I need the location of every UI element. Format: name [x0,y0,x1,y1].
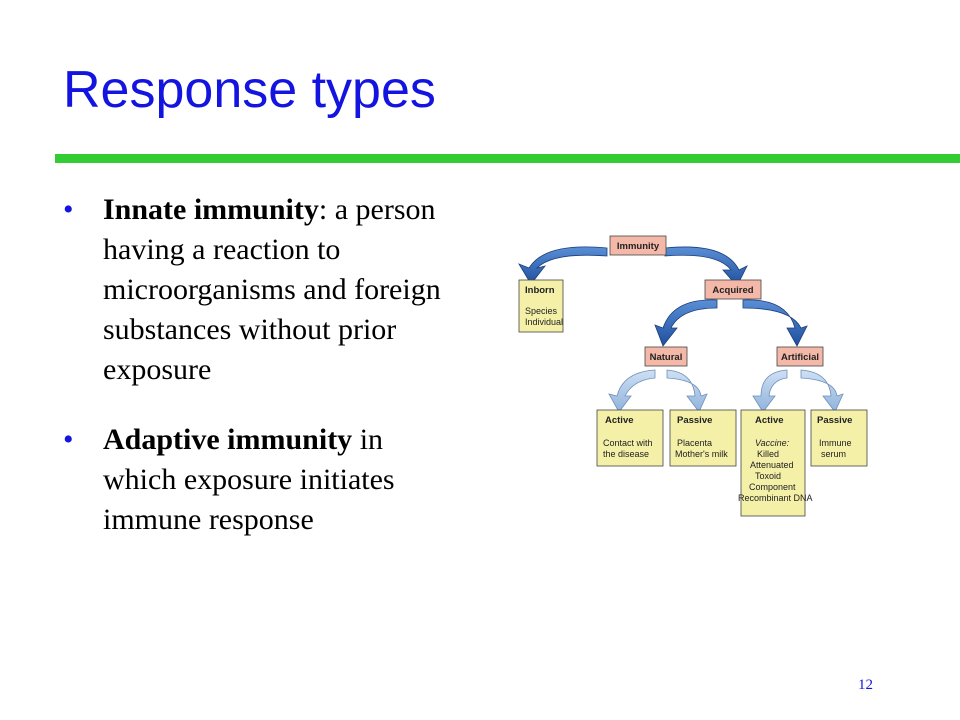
box-artificial-passive-line: Immune [819,438,852,448]
box-artificial-active-line: Killed [757,449,779,459]
bullet-marker: • [63,423,74,456]
bullet-item-innate: • Innate immunity: a person having a rea… [63,190,463,390]
page-number: 12 [858,677,873,693]
bullet-term: Adaptive immunity [103,423,353,456]
box-artificial: Artificial [776,346,824,367]
arrow-artificial-active [752,369,788,413]
box-artificial-passive-line: serum [821,449,846,459]
box-artificial-active-line: Recombinant DNA [738,493,813,503]
box-immunity: Immunity [609,235,667,256]
box-artificial-active-label: Active [755,415,784,426]
title-rule [55,154,960,163]
box-inborn-line: Individual [525,317,563,327]
arrow-immunity-inborn [518,246,608,285]
bullet-text: in which exposure initiates immune respo… [103,423,395,536]
slide-title: Response types [63,61,436,119]
box-natural-passive: Passive Placenta Mother's milk [669,409,737,467]
bullet-term: Innate immunity [103,193,319,226]
immunity-diagram: Immunity Acquired Natural Artificial Inb… [518,235,868,517]
box-inborn-line: Species [525,306,558,316]
box-artificial-active-line: Toxoid [755,471,781,481]
arrow-natural-active [608,369,656,413]
box-natural-active-line: the disease [603,449,649,459]
box-artificial-active-line: Vaccine: [755,438,790,448]
bullet-text: : a person having a reaction to microorg… [103,193,441,386]
box-inborn: Inborn Species Individual [518,279,564,333]
arrow-artificial-passive [800,369,844,413]
box-artificial-label: Artificial [781,352,819,363]
box-natural-active-label: Active [605,415,634,426]
box-acquired-label: Acquired [712,285,753,296]
box-artificial-passive-label: Passive [817,415,852,426]
box-acquired: Acquired [704,279,762,300]
bullet-marker: • [63,193,74,226]
box-inborn-label: Inborn [525,285,555,296]
bullet-list: • Innate immunity: a person having a rea… [63,190,463,570]
bullet-item-adaptive: • Adaptive immunity in which exposure in… [63,420,463,540]
box-natural-active-line: Contact with [603,438,653,448]
arrow-natural-passive [666,369,708,413]
box-natural-passive-label: Passive [677,415,712,426]
box-artificial-active-line: Attenuated [750,460,794,470]
box-artificial-active: Active Vaccine: Killed Attenuated Toxoid… [738,409,813,517]
box-artificial-active-line: Component [749,482,796,492]
box-natural-active: Active Contact with the disease [596,409,664,467]
box-artificial-passive: Passive Immune serum [810,409,868,467]
box-immunity-label: Immunity [617,241,660,252]
arrow-acquired-artificial [742,299,808,347]
box-natural-passive-line: Mother's milk [675,449,728,459]
box-natural: Natural [644,346,688,367]
box-natural-label: Natural [650,352,683,363]
box-natural-passive-line: Placenta [677,438,712,448]
arrow-acquired-natural [654,299,718,347]
